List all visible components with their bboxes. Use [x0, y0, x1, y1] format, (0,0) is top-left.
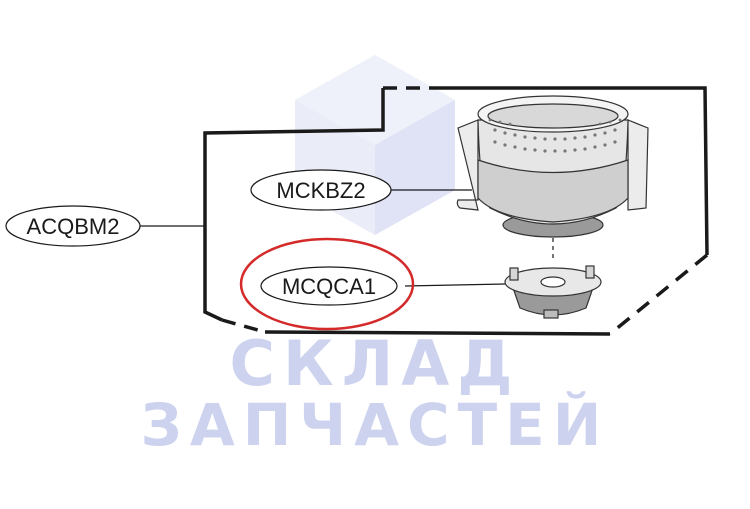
callout-label: MCQCA1	[282, 274, 376, 299]
base-part	[504, 265, 602, 319]
assembly-outline	[203, 86, 709, 336]
callout-mckbz2: MCKBZ2	[250, 169, 392, 211]
callout-label: MCKBZ2	[276, 178, 365, 203]
basket-mesh	[488, 118, 622, 153]
callout-acqbm2: ACQBM2	[5, 205, 141, 247]
highlight-circle	[239, 237, 415, 331]
watermark-line2: ЗАПЧАСТЕЙ	[141, 390, 610, 459]
leader-lines	[140, 189, 554, 287]
callout-mcqca1: MCQCA1	[260, 266, 398, 306]
basket-part	[456, 95, 649, 238]
callout-label: ACQBM2	[27, 214, 120, 239]
watermark-line1: СКЛАД	[230, 327, 521, 400]
